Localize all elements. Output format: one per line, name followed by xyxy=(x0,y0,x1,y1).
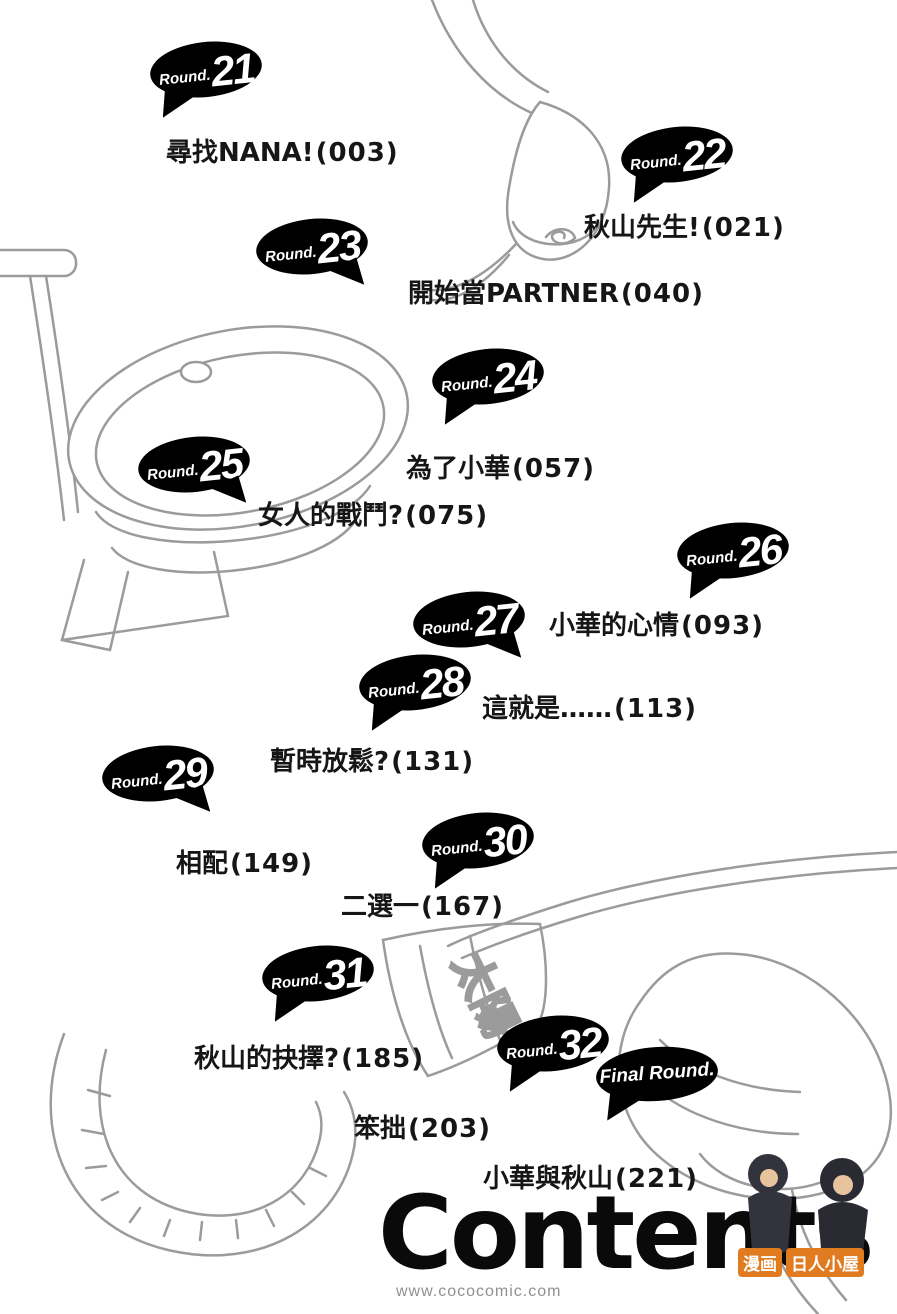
round-prefix: Round. xyxy=(110,770,164,793)
round-number: 32 xyxy=(555,1018,604,1070)
round-23-title: 開始當PARTNER(040) xyxy=(408,273,704,310)
round-30-title: 二選一(167) xyxy=(341,886,504,923)
chapter-title-text: 開始當PARTNER xyxy=(408,279,619,309)
mouthguard-sketch xyxy=(49,1032,357,1257)
final-round-title: 小華與秋山(221) xyxy=(483,1158,698,1195)
chapter-title-text: 尋找NANA! xyxy=(166,138,314,168)
watermark: 漫画 日人小屋 xyxy=(738,1248,864,1277)
round-number: 28 xyxy=(417,657,466,709)
round-prefix: Round. xyxy=(270,970,324,993)
site-url: www.cococomic.com xyxy=(396,1283,562,1300)
round-prefix: Round. xyxy=(158,66,212,89)
chapter-page-number: (093) xyxy=(681,611,765,641)
round-prefix: Round. xyxy=(146,461,200,484)
round-25-title: 女人的戰鬥?(075) xyxy=(258,495,488,532)
chapter-title-text: 二選一 xyxy=(341,892,420,922)
chapter-title-text: 女人的戰鬥? xyxy=(258,501,404,531)
chapter-title-text: 笨拙 xyxy=(354,1114,407,1144)
round-32-title: 笨拙(203) xyxy=(354,1108,491,1145)
watermark-label-2: 日人小屋 xyxy=(786,1248,864,1277)
round-31-title: 秋山的抉擇?(185) xyxy=(194,1038,424,1075)
round-number: 21 xyxy=(208,44,257,96)
chapter-page-number: (203) xyxy=(408,1114,492,1144)
chapter-title-text: 小華與秋山 xyxy=(483,1164,614,1194)
chapter-title-text: 秋山先生! xyxy=(584,213,700,243)
chapter-page-number: (221) xyxy=(615,1164,699,1194)
chapter-title-text: 小華的心情 xyxy=(549,611,680,641)
round-prefix: Round. xyxy=(421,616,475,639)
round-prefix: Round. xyxy=(629,151,683,174)
chapter-title-text: 相配 xyxy=(176,849,229,879)
chapter-title-text: 這就是…… xyxy=(482,694,613,724)
round-prefix: Round. xyxy=(505,1040,559,1063)
round-28-title: 暫時放鬆?(131) xyxy=(270,741,474,778)
chapter-title-text: 為了小華 xyxy=(406,454,511,484)
chapter-title-text: 秋山的抉擇? xyxy=(194,1044,340,1074)
chapter-page-number: (149) xyxy=(230,849,314,879)
chapter-page-number: (040) xyxy=(620,279,704,309)
round-number: 26 xyxy=(735,525,784,577)
chapter-page-number: (113) xyxy=(614,694,698,724)
chapter-title-text: 暫時放鬆? xyxy=(270,747,390,777)
round-number: 30 xyxy=(480,815,529,867)
round-21-title: 尋找NANA!(003) xyxy=(166,132,399,169)
round-prefix: Round. xyxy=(264,243,318,266)
round-prefix: Round. xyxy=(430,837,484,860)
round-26-title: 小華的心情(093) xyxy=(549,605,764,642)
round-prefix: Final Round. xyxy=(598,1059,716,1088)
round-number: 22 xyxy=(679,129,728,181)
chapter-page-number: (185) xyxy=(341,1044,425,1074)
chapter-page-number: (167) xyxy=(421,892,505,922)
round-29-title: 相配(149) xyxy=(176,843,313,880)
round-prefix: Round. xyxy=(367,679,421,702)
watermark-label-1: 漫画 xyxy=(738,1248,782,1277)
headgear-sketch xyxy=(426,0,611,302)
round-number: 31 xyxy=(320,948,369,1000)
chapter-page-number: (003) xyxy=(315,138,399,168)
chapter-page-number: (057) xyxy=(512,454,596,484)
round-27-title: 這就是……(113) xyxy=(482,688,697,725)
chapter-page-number: (131) xyxy=(391,747,475,777)
round-number: 24 xyxy=(490,351,539,403)
round-prefix: Round. xyxy=(440,373,494,396)
round-22-title: 秋山先生!(021) xyxy=(584,207,785,244)
round-24-title: 為了小華(057) xyxy=(406,448,595,485)
round-prefix: Round. xyxy=(685,547,739,570)
chapter-page-number: (075) xyxy=(405,501,489,531)
chapter-page-number: (021) xyxy=(701,213,785,243)
